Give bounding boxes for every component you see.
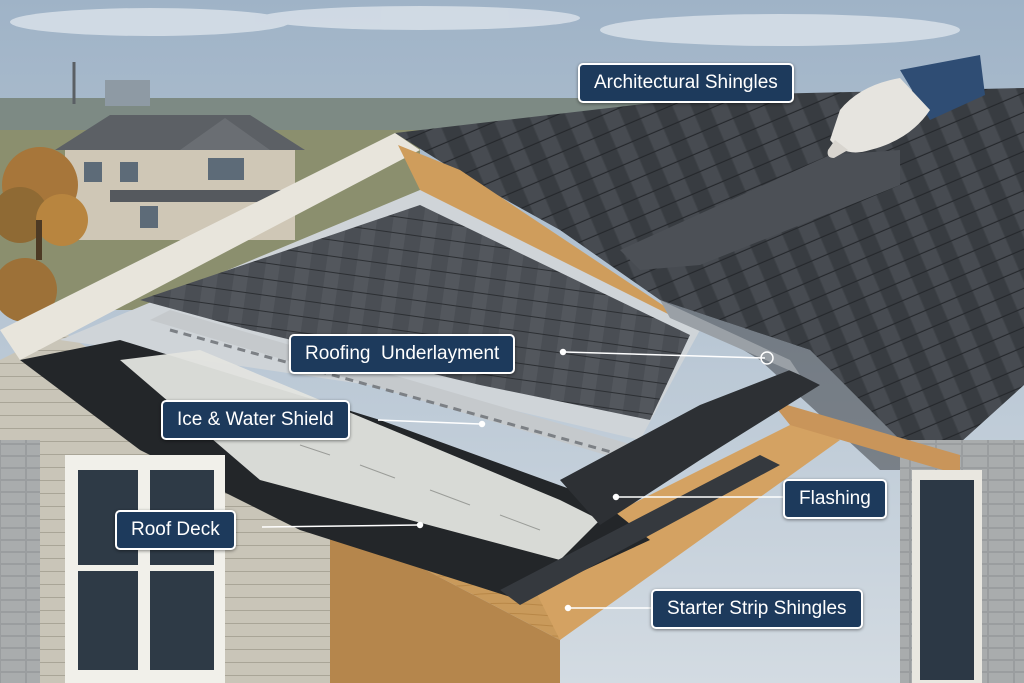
fascia-right [770,400,960,475]
brick-wall [0,440,40,683]
inner-shingles [140,205,690,420]
flashing-edge [660,300,800,375]
rake-trim [0,133,420,360]
underlayment-print [299,444,541,531]
starter-strip [500,455,780,605]
label-flashing: Flashing [783,479,887,519]
distant-building [105,80,150,106]
soffit-wood [330,520,560,683]
neighbor-house [55,115,305,240]
label-starter-strip-shingles: Starter Strip Shingles [651,589,863,629]
lifted-shingle [620,150,900,270]
label-ice-water-shield: Ice & Water Shield [161,400,350,440]
side-window [912,470,982,683]
flashing-metal [560,370,820,525]
tree [0,147,88,322]
label-roof-deck: Roof Deck [115,510,236,550]
nail-line [169,328,641,462]
leader-lines [261,348,783,612]
window [65,455,225,683]
label-architectural-shingles: Architectural Shingles [578,63,794,103]
label-roofing-underlayment: Roofing Underlayment [289,334,516,374]
clouds [10,6,960,46]
gloved-hand-icon [827,55,985,158]
metal-drip-strip [150,310,650,465]
